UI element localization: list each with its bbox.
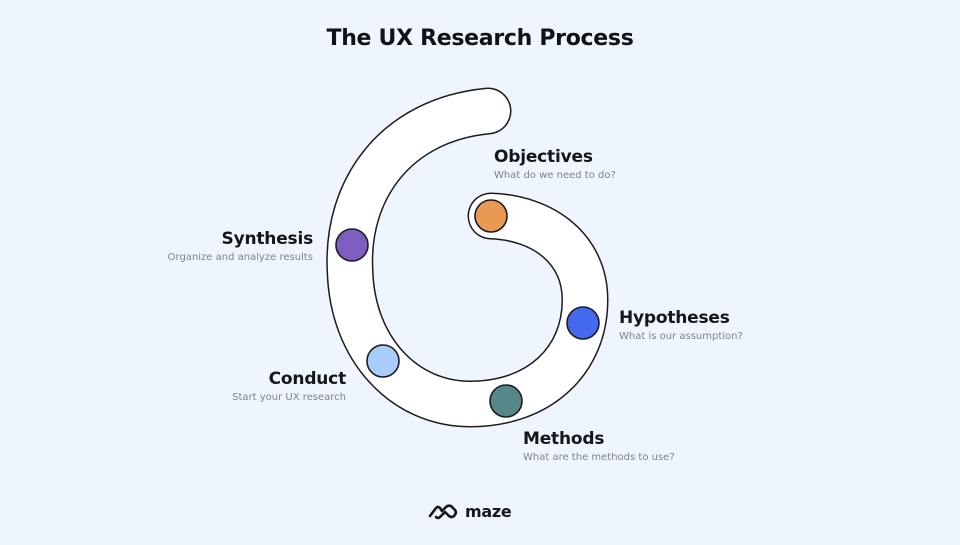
step-title: Hypotheses: [619, 308, 730, 328]
brand-name: maze: [465, 502, 512, 521]
step-subtitle: What is our assumption?: [619, 331, 743, 342]
maze-logo-icon: [428, 503, 458, 519]
step-title: Objectives: [494, 147, 593, 167]
spiral-band: [326, 87, 609, 428]
marker-objectives: [474, 199, 508, 233]
step-subtitle: What are the methods to use?: [523, 452, 675, 463]
step-title: Synthesis: [221, 229, 314, 249]
marker-methods: [489, 384, 523, 418]
brand: maze: [428, 502, 512, 521]
step-subtitle: What do we need to do?: [494, 170, 616, 181]
marker-synthesis: [335, 228, 369, 262]
step-synthesis: Synthesis Organize and analyze results: [167, 229, 314, 265]
step-objectives: Objectives What do we need to do?: [494, 147, 616, 183]
step-subtitle: Organize and analyze results: [167, 252, 313, 263]
diagram-title: The UX Research Process: [326, 26, 634, 51]
step-conduct: Conduct Start your UX research: [232, 369, 346, 405]
step-markers: [335, 199, 600, 418]
marker-conduct: [366, 344, 400, 378]
step-subtitle: Start your UX research: [232, 392, 346, 403]
step-title: Conduct: [268, 369, 347, 389]
spiral-fill: [327, 89, 607, 426]
marker-hypotheses: [566, 306, 600, 340]
step-title: Methods: [523, 429, 605, 449]
step-hypotheses: Hypotheses What is our assumption?: [619, 308, 743, 344]
step-methods: Methods What are the methods to use?: [523, 429, 675, 465]
